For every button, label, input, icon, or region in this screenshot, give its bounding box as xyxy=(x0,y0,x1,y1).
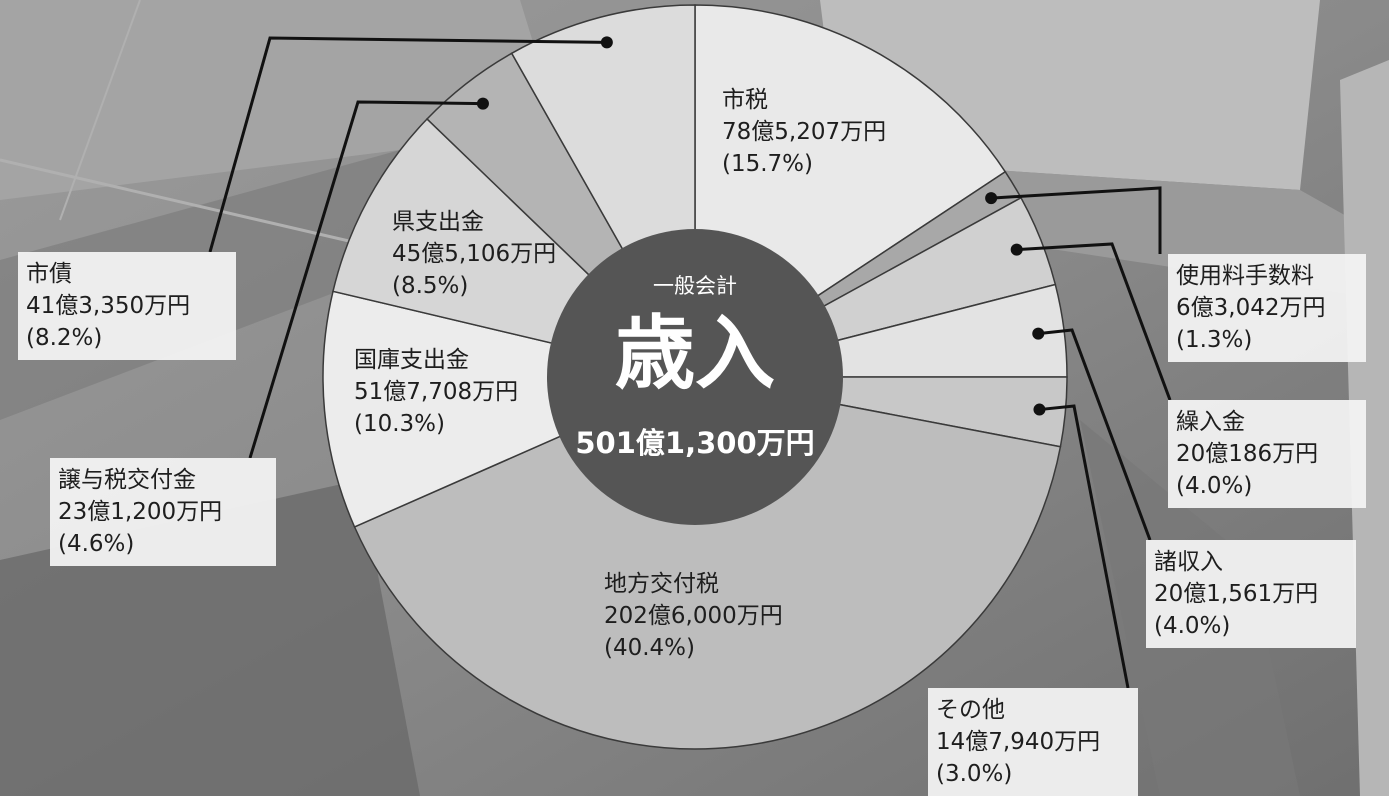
leader-dot-2 xyxy=(1010,243,1023,256)
slice-amount: 202億6,000万円 xyxy=(604,603,783,629)
slice-name: 地方交付税 xyxy=(604,571,719,597)
pie-slice-6 xyxy=(322,290,698,528)
leader-line-8 xyxy=(248,100,483,459)
slice-amount: 20億186万円 xyxy=(1176,441,1319,467)
slice-name: 諸収入 xyxy=(1154,549,1223,575)
slice-label-shizei: 市税 78億5,207万円 (15.7%) xyxy=(722,84,886,180)
slice-percent: (4.0%) xyxy=(1176,473,1253,499)
slice-label-kokko-shishutsukin: 国庫支出金 51億7,708万円 (10.3%) xyxy=(354,344,518,440)
slice-percent: (4.0%) xyxy=(1154,613,1231,639)
slice-label-chihou-koufuzei: 地方交付税 202億6,000万円 (40.4%) xyxy=(604,568,783,664)
slice-percent: (40.4%) xyxy=(604,635,696,661)
leader-dot-4 xyxy=(1033,403,1046,416)
slice-percent: (15.7%) xyxy=(722,151,814,177)
callout-kuriirekin: 繰入金 20億186万円 (4.0%) xyxy=(1168,400,1366,508)
leader-line-1 xyxy=(991,186,1162,254)
slice-percent: (8.2%) xyxy=(26,325,103,351)
slice-name: 譲与税交付金 xyxy=(58,467,196,493)
slice-amount: 51億7,708万円 xyxy=(354,379,519,405)
slice-name: 市税 xyxy=(722,87,768,113)
slice-label-ken-shishutsukin: 県支出金 45億5,106万円 (8.5%) xyxy=(392,206,556,302)
callout-shiyouryou-tesuuryou: 使用料手数料 6億3,042万円 (1.3%) xyxy=(1168,254,1366,362)
slice-amount: 45億5,106万円 xyxy=(392,241,557,267)
slice-name: その他 xyxy=(936,697,1005,723)
leader-dot-1 xyxy=(985,192,998,205)
slice-percent: (4.6%) xyxy=(58,531,135,557)
slice-name: 市債 xyxy=(26,261,72,287)
callout-shisai: 市債 41億3,350万円 (8.2%) xyxy=(18,252,236,360)
slice-name: 県支出金 xyxy=(392,209,484,235)
slice-percent: (10.3%) xyxy=(354,411,446,437)
leader-dot-9 xyxy=(600,36,613,49)
leader-line-4 xyxy=(1039,404,1130,689)
leader-line-9 xyxy=(208,36,607,253)
slice-amount: 6億3,042万円 xyxy=(1176,295,1326,321)
leader-dot-8 xyxy=(476,97,489,110)
center-subtitle: 一般会計 xyxy=(653,274,737,298)
leader-dot-3 xyxy=(1032,327,1045,340)
slice-amount: 14億7,940万円 xyxy=(936,729,1101,755)
slice-amount: 41億3,350万円 xyxy=(26,293,191,319)
slice-amount: 23億1,200万円 xyxy=(58,499,223,525)
slice-percent: (8.5%) xyxy=(392,273,469,299)
slice-percent: (1.3%) xyxy=(1176,327,1253,353)
leader-line-3 xyxy=(1038,328,1152,541)
slice-percent: (3.0%) xyxy=(936,761,1013,787)
callout-shoshuunyuu: 諸収入 20億1,561万円 (4.0%) xyxy=(1146,540,1356,648)
callout-jouyozei-koufukin: 譲与税交付金 23億1,200万円 (4.6%) xyxy=(50,458,276,566)
leader-line-2 xyxy=(1016,242,1172,401)
center-total: 501億1,300万円 xyxy=(575,426,815,460)
slice-amount: 78億5,207万円 xyxy=(722,119,887,145)
callout-sonota: その他 14億7,940万円 (3.0%) xyxy=(928,688,1138,796)
slice-name: 国庫支出金 xyxy=(354,347,469,373)
center-title: 歳入 xyxy=(615,307,775,400)
pie-slice-5 xyxy=(353,376,1062,750)
center-circle xyxy=(547,229,843,525)
slice-amount: 20億1,561万円 xyxy=(1154,581,1319,607)
slice-name: 繰入金 xyxy=(1176,409,1245,435)
slice-name: 使用料手数料 xyxy=(1176,263,1314,289)
